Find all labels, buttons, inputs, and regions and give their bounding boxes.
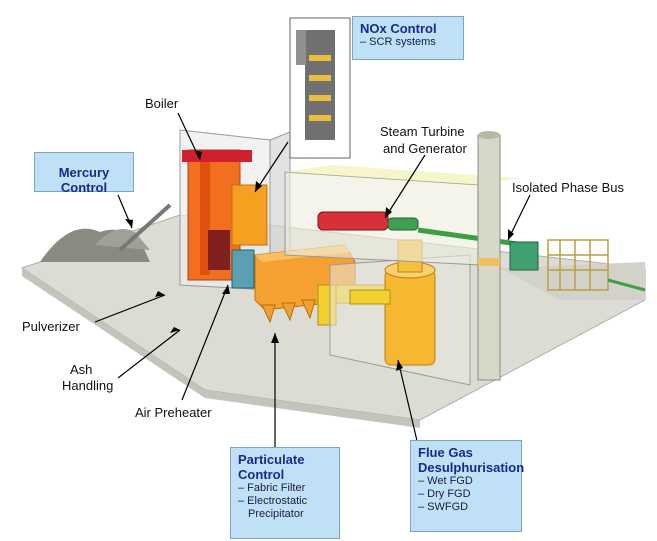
isolated-phase-bus-label: Isolated Phase Bus xyxy=(512,180,625,195)
steam-turbine-pointer xyxy=(384,154,426,219)
nox-control-callout: NOx Control – SCR systems xyxy=(352,16,464,60)
nox-control-title: NOx Control xyxy=(360,21,437,36)
pulverizer-pointer xyxy=(94,294,166,323)
mercury-control-title: Mercury Control xyxy=(58,165,110,195)
air-preheater-pointer xyxy=(181,284,229,401)
particulate-control-callout: Particulate Control – Fabric Filter – El… xyxy=(230,447,340,539)
switchyard xyxy=(547,239,609,291)
fgd-pointer xyxy=(397,359,419,446)
generator xyxy=(387,217,419,231)
air-preheater-label: Air Preheater xyxy=(135,405,212,420)
particulate-item: – Electrostatic xyxy=(238,495,308,507)
conveyor xyxy=(118,203,172,252)
stack xyxy=(477,134,501,381)
steam-turbine-label-line2: and Generator xyxy=(383,141,467,156)
ash-handling-label-line2: Handling xyxy=(62,378,114,393)
fgd-title-line1: Flue Gas xyxy=(418,445,473,460)
ash-handling-pointer xyxy=(117,329,181,379)
nox-control-item: – SCR systems xyxy=(360,36,436,48)
fgd-item: – Wet FGD xyxy=(418,475,473,487)
fgd-item: – Dry FGD xyxy=(418,488,471,500)
particulate-item: Precipitator xyxy=(248,508,304,520)
mercury-control-callout: Mercury Control xyxy=(34,152,134,195)
pulverizer-label: Pulverizer xyxy=(22,319,80,334)
fgd-absorber xyxy=(384,269,436,366)
ash-handling-label-line1: Ash xyxy=(70,362,93,377)
isolated-phase-bus-duct xyxy=(417,227,526,248)
air-preheater xyxy=(231,249,255,289)
fgd-item: – SWFGD xyxy=(418,501,469,513)
particulate-title-line1: Particulate xyxy=(238,452,305,467)
fgd-title-line2: Desulphurisation xyxy=(418,460,525,475)
particulate-title-line2: Control xyxy=(238,467,285,482)
fgd-callout: Flue Gas Desulphurisation – Wet FGD – Dr… xyxy=(410,440,525,532)
boiler-label: Boiler xyxy=(145,96,179,111)
nox-pointer xyxy=(254,141,289,193)
particulate-item: – Fabric Filter xyxy=(238,482,306,494)
steam-turbine xyxy=(317,211,389,231)
transformer xyxy=(509,241,539,271)
steam-turbine-label-line1: Steam Turbine xyxy=(380,124,465,139)
